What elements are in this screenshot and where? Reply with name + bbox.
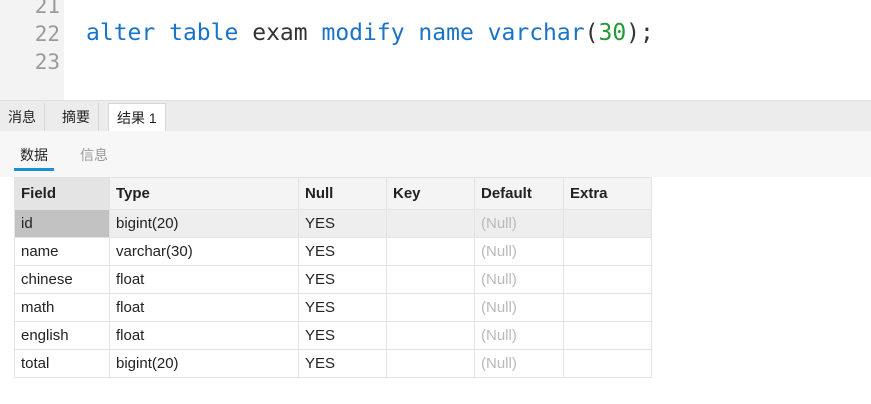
header-row: Field Type Null Key Default Extra (14, 177, 652, 210)
cell-type[interactable]: varchar(30) (109, 237, 299, 266)
cell-extra[interactable] (563, 349, 652, 378)
active-subtab-indicator (14, 168, 54, 171)
tab-result-1[interactable]: 结果 1 (108, 103, 166, 132)
cell-extra[interactable] (563, 237, 652, 266)
column-header-default[interactable]: Default (474, 177, 564, 210)
identifier-table-name: exam (252, 20, 308, 46)
cell-type[interactable]: bigint(20) (109, 349, 299, 378)
table-row[interactable]: chinese float YES (Null) (14, 265, 652, 294)
cell-key[interactable] (386, 321, 475, 350)
line-number: 22 (34, 22, 60, 46)
cell-type[interactable]: float (109, 293, 299, 322)
column-header-null[interactable]: Null (298, 177, 387, 210)
cell-default[interactable]: (Null) (474, 349, 564, 378)
table-row[interactable]: english float YES (Null) (14, 321, 652, 350)
column-header-key[interactable]: Key (386, 177, 475, 210)
sub-tab-bar: 数据 信息 (0, 131, 871, 177)
keyword-modify: modify (321, 20, 405, 46)
subtab-data[interactable]: 数据 (20, 147, 48, 163)
table-row[interactable]: math float YES (Null) (14, 293, 652, 322)
cell-default[interactable]: (Null) (474, 293, 564, 322)
cell-key[interactable] (386, 293, 475, 322)
cell-default[interactable]: (Null) (474, 237, 564, 266)
column-header-type[interactable]: Type (109, 177, 299, 210)
line-number-gutter: 21 22 23 (0, 0, 64, 100)
cell-field[interactable]: name (14, 237, 110, 266)
tab-messages[interactable]: 消息 (0, 103, 45, 132)
cell-extra[interactable] (563, 209, 652, 238)
cell-null[interactable]: YES (298, 237, 387, 266)
cell-field[interactable]: chinese (14, 265, 110, 294)
sql-editor[interactable]: 21 22 23 alter table exam modify name va… (0, 0, 871, 100)
tab-summary[interactable]: 摘要 (54, 103, 99, 132)
result-tab-bar: 消息 摘要 结果 1 (0, 100, 871, 132)
keyword-table: table (169, 20, 239, 46)
cell-field[interactable]: english (14, 321, 110, 350)
cell-extra[interactable] (563, 321, 652, 350)
table-row[interactable]: name varchar(30) YES (Null) (14, 237, 652, 266)
cell-type[interactable]: float (109, 265, 299, 294)
cell-null[interactable]: YES (298, 293, 387, 322)
close-paren-semicolon: ); (626, 20, 654, 46)
cell-field[interactable]: id (14, 209, 110, 238)
cell-null[interactable]: YES (298, 209, 387, 238)
cell-null[interactable]: YES (298, 265, 387, 294)
cell-key[interactable] (386, 237, 475, 266)
table-row[interactable]: id bigint(20) YES (Null) (14, 209, 652, 238)
cell-key[interactable] (386, 209, 475, 238)
identifier-column-name: name (418, 20, 474, 46)
table-row[interactable]: total bigint(20) YES (Null) (14, 349, 652, 378)
column-header-extra[interactable]: Extra (563, 177, 652, 210)
cell-field[interactable]: math (14, 293, 110, 322)
column-header-field[interactable]: Field (14, 177, 110, 210)
result-grid: Field Type Null Key Default Extra id big… (14, 177, 652, 378)
cell-type[interactable]: float (109, 321, 299, 350)
line-number: 21 (34, 0, 60, 18)
code-line[interactable]: alter table exam modify name varchar(30)… (86, 19, 654, 47)
open-paren: ( (584, 20, 599, 46)
cell-default[interactable]: (Null) (474, 321, 564, 350)
cell-extra[interactable] (563, 293, 652, 322)
line-number: 23 (34, 50, 60, 74)
cell-default[interactable]: (Null) (474, 209, 564, 238)
cell-null[interactable]: YES (298, 321, 387, 350)
number-literal: 30 (598, 20, 627, 46)
cell-key[interactable] (386, 349, 475, 378)
cell-type[interactable]: bigint(20) (109, 209, 299, 238)
cell-default[interactable]: (Null) (474, 265, 564, 294)
cell-key[interactable] (386, 265, 475, 294)
cell-extra[interactable] (563, 265, 652, 294)
subtab-info[interactable]: 信息 (80, 147, 108, 163)
cell-field[interactable]: total (14, 349, 110, 378)
keyword-alter: alter (86, 20, 156, 46)
keyword-varchar: varchar (487, 20, 585, 46)
cell-null[interactable]: YES (298, 349, 387, 378)
